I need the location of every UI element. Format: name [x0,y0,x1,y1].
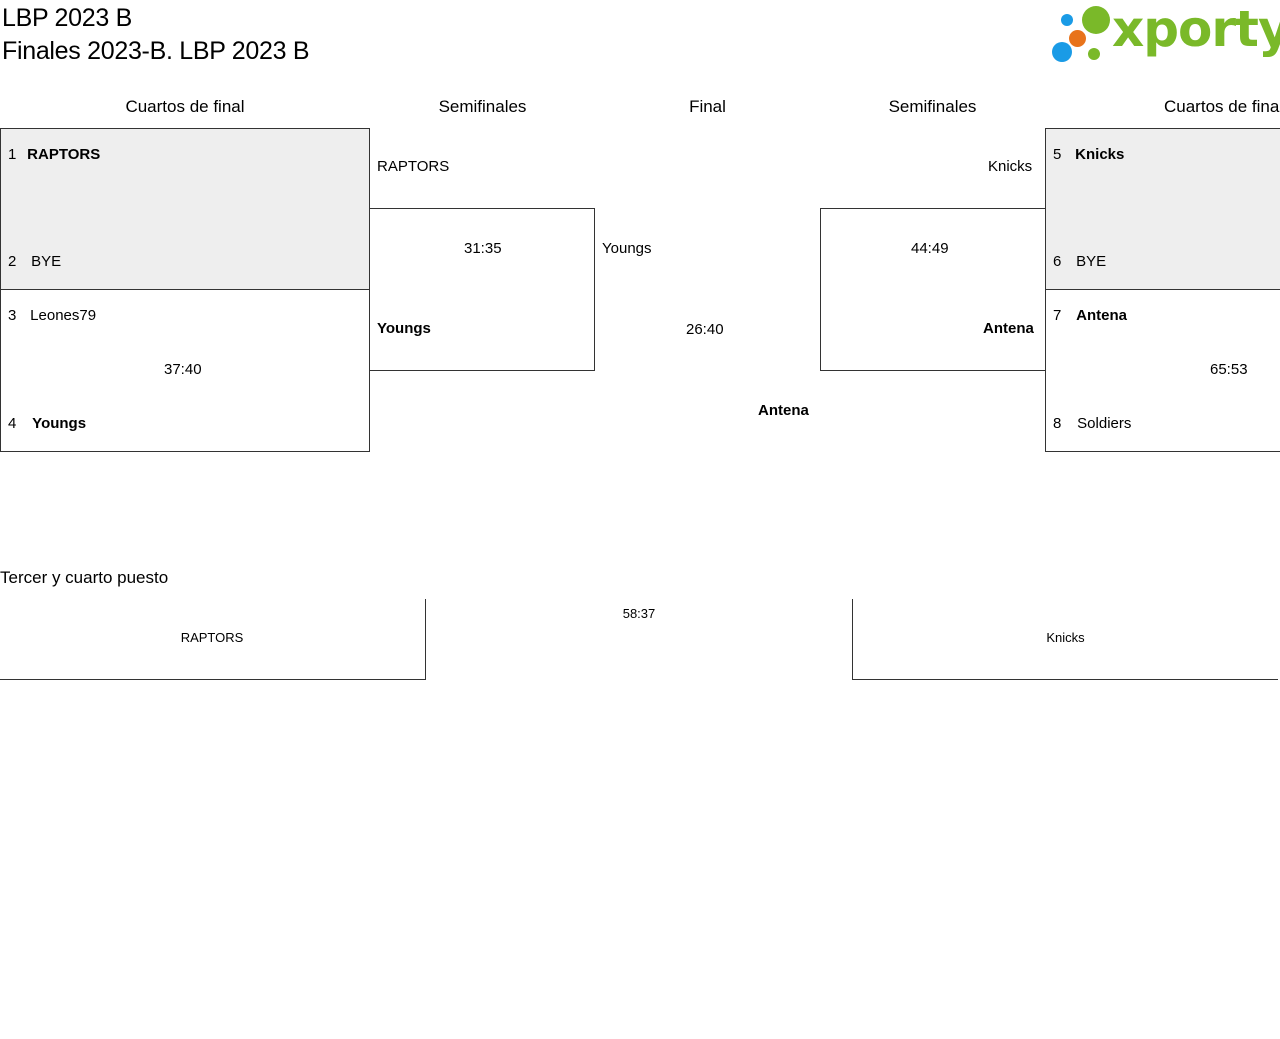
col-final: Final [689,97,726,116]
left-semi-team-bottom: Youngs [377,320,431,337]
seed-team-row: 4 Youngs [8,414,86,434]
right-semi-team-bottom: Antena [983,320,1034,337]
seed-number: 4 [8,415,17,432]
logo-dot-green [1082,6,1110,34]
seed-team-row: 2 BYE [8,252,61,272]
seed-team-row: 3 Leones79 [8,306,96,326]
col-left-semis: Semifinales [438,97,527,116]
left-semi-match[interactable] [369,208,595,371]
xporty-logo[interactable]: xporty [1052,0,1280,66]
seed-number: 8 [1053,415,1062,432]
seed-team-row: 1 RAPTORS [8,145,100,165]
seed-team-row: 7 Antena [1053,306,1127,326]
right-quarter-match-1[interactable] [1045,128,1280,290]
right-quarter-match-2[interactable] [1045,289,1280,452]
logo-text: xporty [1112,0,1280,58]
seed-number: 3 [8,307,17,324]
seed-number: 5 [1053,146,1062,163]
seed-number: 1 [8,146,17,163]
team-name: BYE [1076,253,1107,270]
third-place-team-left: RAPTORS [180,630,244,645]
team-name: BYE [31,253,62,270]
third-place-right-slot[interactable] [852,599,1278,680]
seed-number: 7 [1053,307,1062,324]
seed-number: 6 [1053,253,1062,270]
team-name: Soldiers [1077,415,1132,432]
match-score: 37:40 [164,361,202,378]
third-place-heading: Tercer y cuarto puesto [0,568,169,587]
right-semi-match[interactable] [820,208,1046,371]
left-quarter-match-1[interactable] [0,128,370,290]
col-right-semis: Semifinales [888,97,977,116]
right-semi-team-top: Knicks [988,158,1033,175]
seed-number: 2 [8,253,17,270]
col-left-quarters: Cuartos de final [125,97,245,116]
page-title: LBP 2023 B [2,4,132,32]
seed-team-row: 8 Soldiers [1053,414,1131,434]
third-place-left-slot[interactable] [0,599,426,680]
final-team-left: Youngs [602,240,652,257]
logo-dot-green-small [1088,48,1100,60]
col-right-quarters: Cuartos de final [1164,97,1280,116]
page-subtitle: Finales 2023-B. LBP 2023 B [2,37,310,65]
team-name: RAPTORS [27,146,101,163]
match-score: 65:53 [1210,361,1248,378]
team-name: Leones79 [30,307,97,324]
team-name: Knicks [1075,146,1125,163]
third-place-score: 58:37 [622,606,656,621]
third-place-team-right: Knicks [1046,630,1085,645]
final-winner: Antena [758,402,809,419]
team-name: Youngs [32,415,87,432]
logo-dot-orange [1069,30,1086,47]
team-name: Antena [1076,307,1128,324]
logo-dot-blue-small [1061,14,1073,26]
match-score: 31:35 [464,240,502,257]
final-score: 26:40 [686,321,724,338]
seed-team-row: 6 BYE [1053,252,1106,272]
seed-team-row: 5 Knicks [1053,145,1124,165]
left-semi-team-top: RAPTORS [377,158,450,175]
match-score: 44:49 [911,240,949,257]
logo-dot-blue [1052,42,1072,62]
